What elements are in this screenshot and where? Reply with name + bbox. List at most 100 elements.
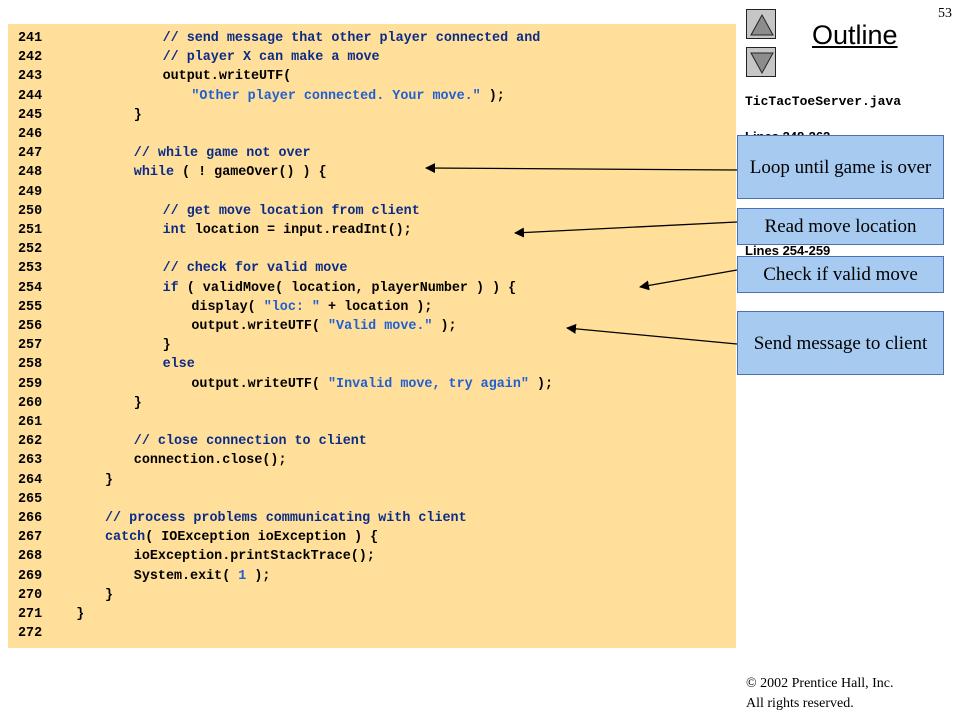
arrow-loop-until-game-over: [425, 163, 738, 174]
code-token: ( IOException ioException ) {: [145, 530, 379, 546]
code-text: // send message that other player connec…: [163, 29, 541, 48]
line-number: 266: [18, 511, 43, 526]
up-triangle-icon: [750, 13, 774, 36]
code-line: 272: [8, 624, 736, 643]
code-text: output.writeUTF( "Invalid move, try agai…: [191, 375, 553, 394]
code-token: ioException.printStackTrace();: [133, 549, 375, 565]
line-number: 250: [18, 203, 43, 219]
code-line: 271}: [8, 605, 736, 624]
line-number: 254: [18, 280, 43, 296]
previous-slide-button[interactable]: [746, 9, 776, 39]
source-file-name: TicTacToeServer.java: [745, 94, 902, 109]
code-text: // get move location from client: [163, 202, 420, 221]
line-number: 272: [18, 626, 43, 642]
line-number: 267: [18, 530, 43, 546]
line-number: 243: [18, 69, 43, 85]
code-line: 258 else: [8, 355, 736, 374]
callout-loop-until-game-over: Loop until game is over: [737, 135, 944, 199]
code-text: else: [163, 355, 195, 374]
code-line: 255 display( "loc: " + location );: [8, 298, 736, 317]
code-keyword: int: [162, 223, 187, 238]
code-comment: // send message that other player connec…: [162, 31, 541, 46]
code-text: ioException.printStackTrace();: [134, 547, 375, 566]
code-token: location = input.readInt();: [186, 223, 412, 238]
code-line: 247 // while game not over: [8, 144, 736, 163]
code-token: display(: [191, 299, 264, 315]
code-token: output.writeUTF(: [191, 319, 328, 334]
code-text: // check for valid move: [163, 259, 348, 278]
code-line: 248 while ( ! gameOver() ) {: [8, 163, 736, 182]
code-keyword: catch: [105, 530, 146, 546]
code-line: 251 int location = input.readInt();: [8, 221, 736, 240]
line-number: 255: [18, 299, 43, 315]
arrow-check-valid-move: [639, 269, 738, 291]
code-comment: // close connection to client: [133, 434, 367, 450]
code-token: }: [162, 338, 171, 354]
code-string: "Other player connected. Your move.": [191, 88, 481, 104]
code-comment: // player X can make a move: [162, 50, 380, 66]
line-number: 271: [18, 607, 43, 622]
code-text: }: [163, 336, 171, 355]
line-number: 247: [18, 146, 43, 162]
code-text: // while game not over: [134, 144, 311, 163]
copyright-line-2: All rights reserved.: [746, 696, 854, 711]
lines-reference-2: Lines 254-259: [745, 243, 831, 258]
code-text: // player X can make a move: [163, 48, 380, 67]
code-text: }: [76, 605, 84, 624]
code-line: 257}: [8, 336, 736, 355]
code-line: 252: [8, 240, 736, 259]
next-slide-button[interactable]: [746, 47, 776, 77]
code-line: 242// player X can make a move: [8, 48, 736, 67]
code-token: );: [480, 88, 505, 104]
code-token: + location );: [319, 299, 433, 315]
callout-check-valid-move: Check if valid move: [737, 256, 944, 293]
code-token: }: [105, 587, 114, 603]
code-text: // close connection to client: [134, 432, 367, 451]
code-line: 261: [8, 413, 736, 432]
code-line: 260}: [8, 394, 736, 413]
code-token: ( ! gameOver() ) {: [173, 165, 327, 181]
code-text: int location = input.readInt();: [163, 221, 412, 240]
code-comment: // process problems communicating with c…: [105, 511, 467, 526]
code-string: "Invalid move, try again": [328, 376, 529, 392]
code-text: connection.close();: [134, 451, 287, 470]
code-keyword: while: [133, 165, 174, 181]
line-number: 245: [18, 107, 43, 123]
line-number: 269: [18, 568, 43, 584]
code-line: 241 // send message that other player con…: [8, 29, 736, 48]
line-number: 241: [18, 31, 43, 46]
page-number: 53: [938, 6, 952, 21]
line-number: 270: [18, 587, 43, 603]
code-line: 249: [8, 183, 736, 202]
line-number: 256: [18, 319, 43, 334]
line-number: 251: [18, 223, 43, 238]
line-number: 249: [18, 184, 43, 200]
copyright-line-1: © 2002 Prentice Hall, Inc.: [746, 676, 894, 691]
code-text: if ( validMove( location, playerNumber )…: [163, 279, 517, 298]
code-line: 265: [8, 490, 736, 509]
code-token: );: [432, 319, 457, 334]
outline-title[interactable]: Outline: [812, 20, 898, 50]
code-line: 264}: [8, 471, 736, 490]
code-token: }: [76, 607, 85, 622]
code-string: "loc: ": [263, 299, 320, 315]
code-line: 267 catch( IOException ioException ) {: [8, 528, 736, 547]
line-number: 258: [18, 357, 43, 373]
code-keyword: else: [162, 357, 195, 373]
code-line: 245}: [8, 106, 736, 125]
code-token: System.exit(: [133, 568, 239, 584]
code-text: // process problems communicating with c…: [105, 509, 467, 528]
code-text: }: [134, 394, 142, 413]
code-token: connection.close();: [133, 453, 287, 469]
code-line: 269 System.exit( 1 );: [8, 567, 736, 586]
code-line: 253// check for valid move: [8, 259, 736, 278]
line-number: 248: [18, 165, 43, 181]
callout-send-message: Send message to client: [737, 311, 944, 375]
callout-read-move-location: Read move location: [737, 208, 944, 245]
code-text: System.exit( 1 );: [134, 567, 271, 586]
code-line: 250 // get move location from client: [8, 202, 736, 221]
